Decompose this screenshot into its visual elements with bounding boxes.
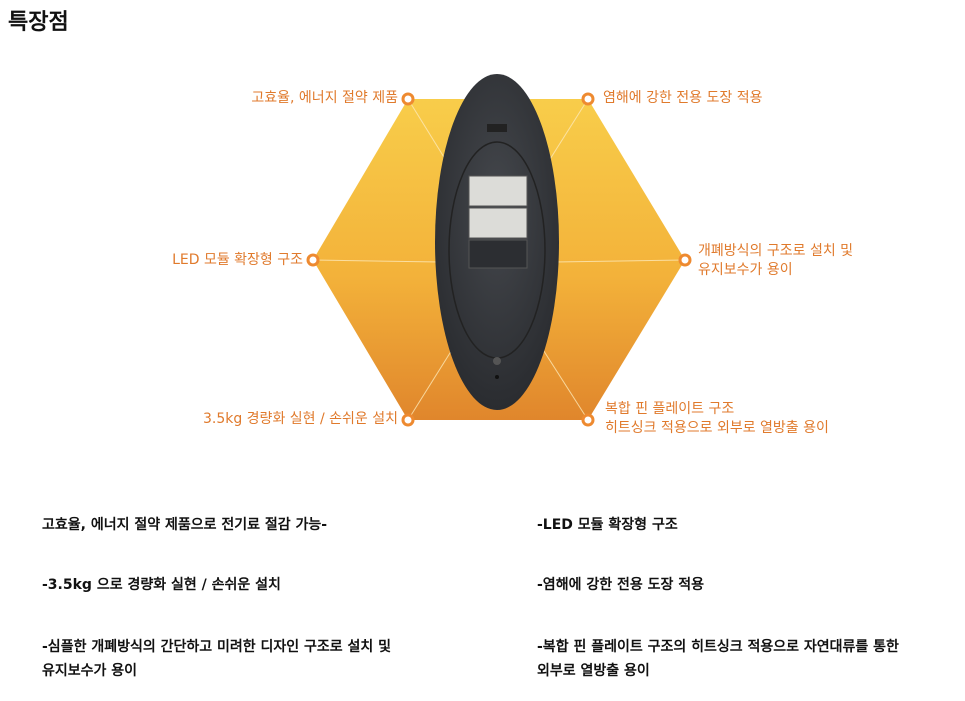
- label-coating: 염해에 강한 전용 도장 적용: [603, 90, 763, 106]
- feature-text-2: -LED 모듈 확장형 구조: [537, 517, 678, 533]
- label-high-efficiency: 고효율, 에너지 절약 제품: [251, 90, 398, 106]
- feature-text-4: -염해에 강한 전용 도장 적용: [537, 577, 704, 593]
- feature-line: -심플한 개폐방식의 간단하고 미려한 디자인 구조로 설치 및: [42, 639, 392, 655]
- label-heatsink: 복합 핀 플레이트 구조 히트싱크 적용으로 외부로 열방출 용이: [605, 400, 829, 438]
- label-line: 유지보수가 용이: [698, 262, 793, 278]
- page-title: 특장점: [8, 10, 69, 35]
- feature-text-6: -복합 핀 플레이트 구조의 히트싱크 적용으로 자연대류를 통한 외부로 열방…: [537, 635, 899, 683]
- feature-diagram: [306, 74, 692, 427]
- feature-line: 유지보수가 용이: [42, 663, 138, 679]
- label-line: 히트싱크 적용으로 외부로 열방출 용이: [605, 420, 829, 436]
- label-line: 개폐방식의 구조로 설치 및: [698, 243, 854, 259]
- feature-text-1: 고효율, 에너지 절약 제품으로 전기료 절감 가능-: [42, 517, 328, 533]
- feature-line: 외부로 열방출 용이: [537, 663, 650, 679]
- street-light-image: [435, 74, 559, 410]
- feature-text-5: -심플한 개폐방식의 간단하고 미려한 디자인 구조로 설치 및 유지보수가 용…: [42, 635, 391, 683]
- feature-text-3: -3.5kg 으로 경량화 실현 / 손쉬운 설치: [42, 577, 281, 593]
- feature-line: -복합 핀 플레이트 구조의 히트싱크 적용으로 자연대류를 통한: [537, 639, 899, 655]
- label-open-structure: 개폐방식의 구조로 설치 및 유지보수가 용이: [698, 242, 853, 280]
- marker-icons: [306, 92, 692, 427]
- label-led-module: LED 모듈 확장형 구조: [172, 252, 303, 268]
- label-lightweight: 3.5kg 경량화 실현 / 손쉬운 설치: [202, 411, 398, 427]
- label-line: 복합 핀 플레이트 구조: [605, 401, 735, 417]
